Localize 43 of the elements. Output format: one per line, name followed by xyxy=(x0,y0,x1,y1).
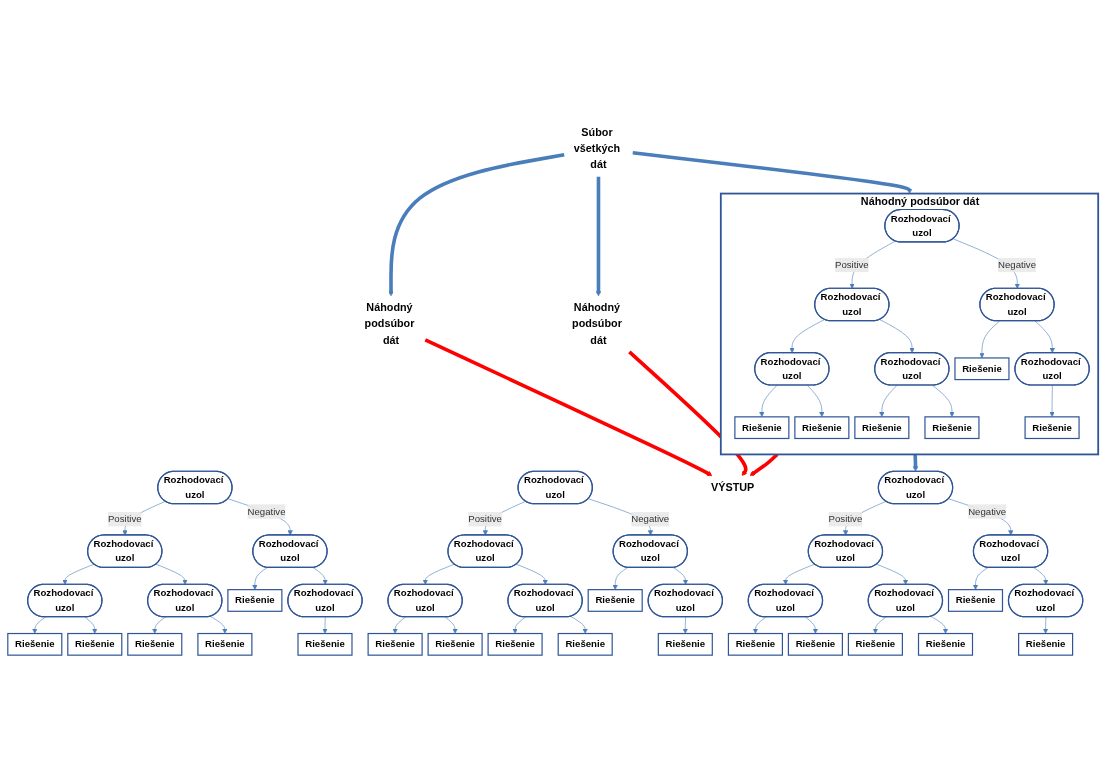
node-box: Riešenie xyxy=(794,416,850,440)
node-box: Riešenie xyxy=(947,589,1004,612)
node-box: Riešenie xyxy=(954,357,1010,381)
node-box: Riešenie xyxy=(924,416,980,440)
arrow xyxy=(595,176,602,297)
edge-label: Negative xyxy=(631,513,670,525)
node-box: Riešenie xyxy=(427,632,483,656)
edge-label: Positive xyxy=(107,513,142,525)
arrow xyxy=(632,151,913,194)
node-box: Riešenie xyxy=(487,632,543,656)
edge-label: Positive xyxy=(468,513,502,525)
node-box: Riešenie xyxy=(657,632,713,656)
node-box: Riešenie xyxy=(1024,416,1080,440)
arrow xyxy=(424,338,713,477)
node-box: Riešenie xyxy=(197,632,253,656)
edge-label: Positive xyxy=(828,513,863,525)
edge-label: Negative xyxy=(998,259,1036,270)
node-text: Súbor všetkých dát xyxy=(573,126,621,171)
node-box: Riešenie xyxy=(67,632,123,656)
node-box: Riešenie xyxy=(787,632,843,656)
node-box: Riešenie xyxy=(847,632,903,656)
arrow xyxy=(912,454,919,472)
node-box: Riešenie xyxy=(227,589,283,612)
node-box: Riešenie xyxy=(587,589,643,612)
node-box: Riešenie xyxy=(7,632,63,656)
node-box: Riešenie xyxy=(854,416,910,440)
node-box: Riešenie xyxy=(727,632,783,656)
arrow xyxy=(388,153,565,297)
node-text: Náhodný podsúbor dát xyxy=(572,301,622,346)
node-box: Riešenie xyxy=(557,632,613,656)
edge-label: Negative xyxy=(968,506,1007,517)
node-box: Riešenie xyxy=(297,632,353,656)
arrow xyxy=(628,350,748,476)
node-box: Riešenie xyxy=(734,416,790,440)
node-box: Riešenie xyxy=(1018,632,1074,656)
edge-label: Positive xyxy=(835,259,869,270)
edge-label: Negative xyxy=(247,506,286,517)
node-box: Riešenie xyxy=(127,632,183,656)
node-box: Riešenie xyxy=(917,632,974,656)
arrow xyxy=(749,453,779,476)
node-box: Riešenie xyxy=(367,632,423,656)
node-text: VÝSTUP xyxy=(711,481,755,494)
node-text: Náhodný podsúbor dát xyxy=(364,301,415,346)
